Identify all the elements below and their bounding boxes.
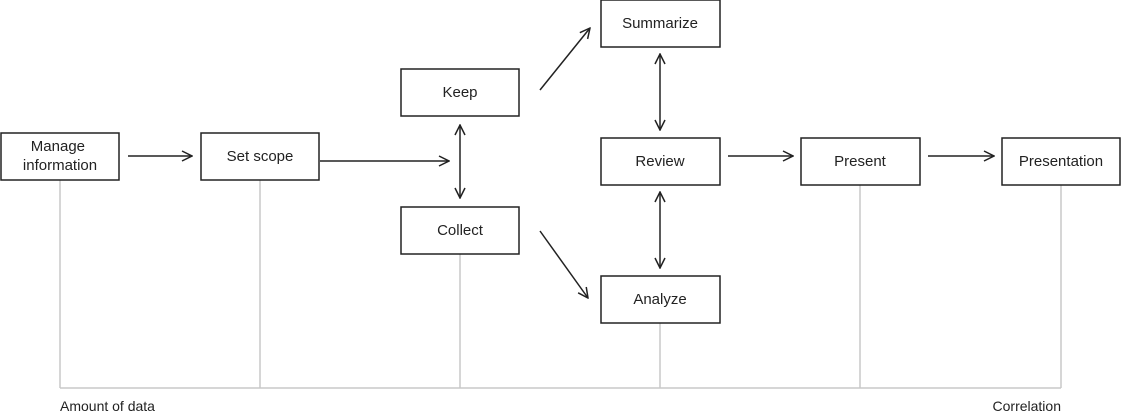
arrows	[128, 28, 994, 298]
node-label: Present	[834, 153, 887, 170]
node-label: Summarize	[622, 15, 698, 32]
node-label: Set scope	[227, 148, 294, 165]
node-box	[600, 0, 721, 48]
arrow-collect-to-analyze	[539, 230, 588, 298]
node-present: Present	[800, 137, 921, 186]
node-label: Keep	[442, 84, 477, 101]
axis-label-right: Correlation	[993, 398, 1061, 414]
node-label: Analyze	[633, 291, 686, 308]
node-box	[600, 137, 721, 186]
node-label: Presentation	[1019, 153, 1103, 170]
node-presentation: Presentation	[1001, 137, 1121, 186]
node-box	[800, 137, 921, 186]
node-box	[400, 68, 520, 117]
node-review: Review	[600, 137, 721, 186]
node-keep: Keep	[400, 68, 520, 117]
node-box	[0, 132, 120, 181]
node-analyze: Analyze	[600, 275, 721, 324]
node-label: Manage information	[23, 138, 97, 174]
axis-label-left: Amount of data	[60, 398, 155, 414]
node-label: Collect	[437, 222, 484, 239]
node-label: Review	[635, 153, 684, 170]
node-label-line-1: Manage	[31, 138, 85, 155]
axis-lines	[59, 180, 1062, 389]
node-manage-information: Manage information	[0, 132, 120, 181]
node-box	[400, 206, 520, 255]
arrow-keep-to-summarize	[539, 28, 590, 91]
node-summarize: Summarize	[600, 0, 721, 48]
node-box	[200, 132, 320, 181]
node-box	[600, 275, 721, 324]
node-collect: Collect	[400, 206, 520, 255]
node-label-line-2: information	[23, 157, 97, 174]
node-set-scope: Set scope	[200, 132, 320, 181]
node-box	[1001, 137, 1121, 186]
